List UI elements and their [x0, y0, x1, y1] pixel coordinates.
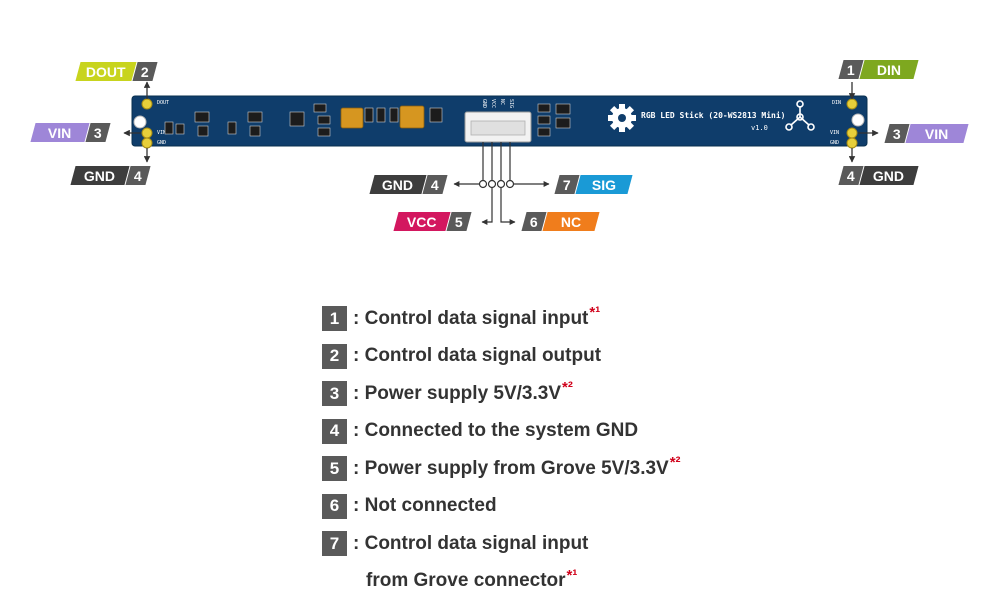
connector-pin-labels: GND VCC NC SIG	[481, 99, 514, 108]
legend-note: *¹	[589, 304, 601, 322]
legend-number: 5	[322, 456, 347, 482]
silk-gnd-left: GND	[157, 140, 166, 146]
pad-dout-left	[141, 98, 153, 110]
legend-text: : Connected to the system GND	[353, 420, 639, 442]
legend-text: from Grove connector	[366, 570, 566, 592]
legend-text: : Control data signal input	[353, 532, 589, 554]
legend-text: : Power supply 5V/3.3V	[353, 382, 562, 404]
pad-din-right	[846, 98, 858, 110]
connector-pin-sig: SIG	[508, 99, 514, 108]
legend-note: *²	[562, 379, 573, 397]
board-title: RGB LED Stick (20-WS2813 Mini)	[641, 110, 786, 120]
connector-pin-gnd: GND	[481, 99, 487, 108]
tag-grove-nc: 6 NC	[521, 212, 600, 231]
legend-number: 2	[322, 343, 347, 369]
connector-lead-dots	[478, 179, 515, 189]
tag-vin-left: VIN 3	[30, 123, 111, 142]
tag-grove-vcc: VCC 5	[393, 212, 472, 231]
capacitor-2	[399, 105, 425, 129]
board-version: v1.0	[751, 124, 768, 132]
connector-pin-nc: NC	[499, 99, 505, 105]
connector-leads	[482, 142, 511, 180]
tag-dout-left: DOUT 2	[75, 62, 158, 81]
legend-row: 6 : Not connected	[322, 488, 681, 526]
legend-number: 4	[322, 418, 347, 444]
tag-din-right: 1 DIN	[838, 60, 919, 79]
legend-row: 5 : Power supply from Grove 5V/3.3V*²	[322, 450, 681, 488]
mount-hole-right	[851, 113, 865, 127]
pin-legend: 1 : Control data signal input*¹ 2 : Cont…	[322, 300, 681, 600]
mount-hole-left	[133, 115, 147, 129]
legend-number: 6	[322, 493, 347, 519]
legend-row: 3 : Power supply 5V/3.3V*²	[322, 375, 681, 413]
pad-gnd-right	[846, 137, 858, 149]
legend-number: 7	[322, 531, 347, 557]
smd-components	[164, 103, 571, 137]
network-logo-icon	[785, 100, 815, 131]
legend-number: 1	[322, 306, 347, 332]
connector-pin-vcc: VCC	[490, 99, 496, 108]
legend-row: 1 : Control data signal input*¹	[322, 300, 681, 338]
pad-vin-right	[846, 127, 858, 139]
legend-row: 7 : Control data signal input	[322, 525, 681, 563]
silk-din: DIN	[832, 100, 841, 106]
legend-row: 4 : Connected to the system GND	[322, 413, 681, 451]
tag-vin-right: 3 VIN	[884, 124, 969, 143]
legend-text: : Power supply from Grove 5V/3.3V	[353, 457, 669, 479]
arrow-grove-vcc	[481, 188, 493, 225]
legend-text: : Control data signal input	[353, 307, 589, 329]
tag-gnd-left: GND 4	[70, 166, 151, 185]
silk-vin-left: VIN	[157, 130, 166, 136]
capacitor-1	[340, 107, 364, 129]
legend-number: 3	[322, 381, 347, 407]
legend-note: *¹	[566, 566, 578, 584]
tag-gnd-right: 4 GND	[838, 166, 919, 185]
pad-gnd-left	[141, 137, 153, 149]
legend-note: *²	[669, 454, 681, 472]
silk-gnd-right: GND	[830, 140, 839, 146]
tag-grove-gnd: GND 4	[369, 175, 448, 194]
arrow-grove-nc	[500, 188, 516, 225]
silk-dout: DOUT	[157, 100, 169, 106]
legend-row: 2 : Control data signal output	[322, 338, 681, 376]
gear-logo-icon	[608, 104, 636, 132]
pad-vin-left	[141, 127, 153, 139]
legend-text: : Control data signal output	[353, 345, 602, 367]
tag-grove-sig: 7 SIG	[554, 175, 633, 194]
legend-text: : Not connected	[353, 495, 497, 517]
silk-vin-right: VIN	[830, 130, 839, 136]
legend-continuation: from Grove connector*¹	[322, 563, 681, 601]
